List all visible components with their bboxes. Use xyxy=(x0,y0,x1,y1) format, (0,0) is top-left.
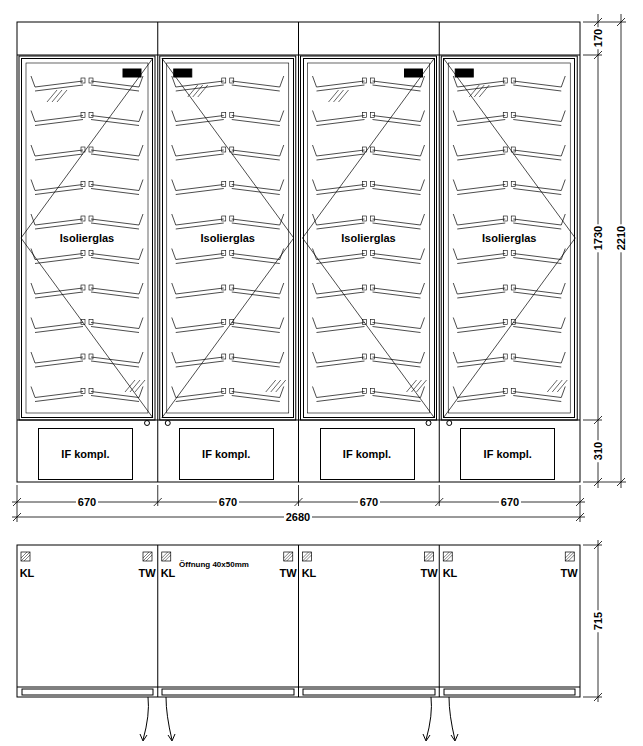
dimension: 670 xyxy=(76,496,98,508)
glass-door: Isolierglas xyxy=(443,58,575,418)
note: Öffnung 40x50mm xyxy=(178,561,250,570)
front-view xyxy=(17,22,580,482)
dimension-lines xyxy=(12,14,626,702)
connection-code: TW xyxy=(558,567,579,579)
glass-label: Isolierglas xyxy=(481,232,537,244)
dimension: 1730 xyxy=(592,224,604,252)
dimension: 670 xyxy=(358,496,380,508)
connection-code: KL xyxy=(18,567,37,579)
unit-label: IF kompl. xyxy=(202,448,250,460)
dimension: 310 xyxy=(592,440,604,462)
compressor-unit-box: IF kompl. xyxy=(179,428,274,480)
connection-code: TW xyxy=(418,567,439,579)
compressor-unit-box: IF kompl. xyxy=(320,428,415,480)
unit-label: IF kompl. xyxy=(61,448,109,460)
connection-code: KL xyxy=(159,567,178,579)
connection-code: TW xyxy=(136,567,157,579)
glass-door: Isolierglas xyxy=(303,58,435,418)
connection-code: KL xyxy=(441,567,460,579)
connection-code: TW xyxy=(277,567,298,579)
compressor-unit-box: IF kompl. xyxy=(38,428,133,480)
dimension: 670 xyxy=(499,496,521,508)
plan-view xyxy=(17,545,580,741)
dimension: 2210 xyxy=(615,224,627,252)
unit-label: IF kompl. xyxy=(484,448,532,460)
connection-code: KL xyxy=(300,567,319,579)
glass-door: Isolierglas xyxy=(162,58,294,418)
door-details xyxy=(19,56,577,561)
dimension: 670 xyxy=(217,496,239,508)
dimension: 715 xyxy=(592,610,604,632)
glass-label: Isolierglas xyxy=(59,232,115,244)
glass-label: Isolierglas xyxy=(340,232,396,244)
glass-door: Isolierglas xyxy=(21,58,153,418)
compressor-unit-box: IF kompl. xyxy=(460,428,555,480)
glass-label: Isolierglas xyxy=(200,232,256,244)
dimension: 2680 xyxy=(284,511,312,523)
unit-label: IF kompl. xyxy=(343,448,391,460)
dimension: 170 xyxy=(592,27,604,49)
